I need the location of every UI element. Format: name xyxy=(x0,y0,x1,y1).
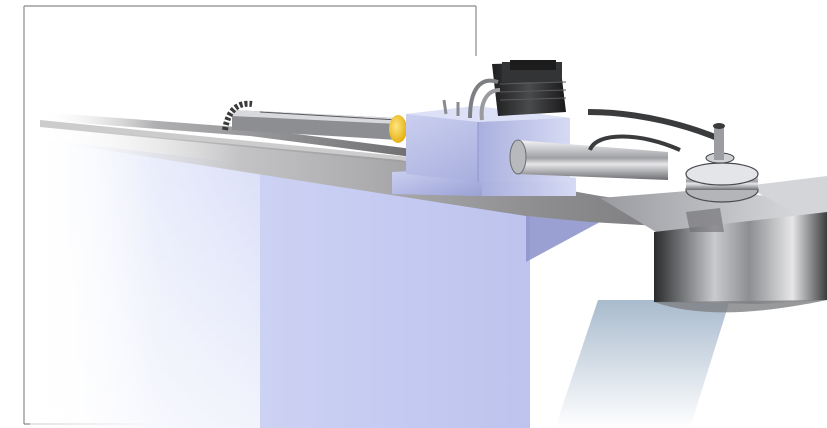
yellow-cap xyxy=(389,115,407,143)
bending-head xyxy=(600,123,827,313)
servo-motor xyxy=(442,60,567,121)
bending-arm xyxy=(509,109,724,180)
machine-bed xyxy=(30,112,700,428)
floor-shadow xyxy=(555,300,730,428)
feed-tube xyxy=(222,100,407,143)
